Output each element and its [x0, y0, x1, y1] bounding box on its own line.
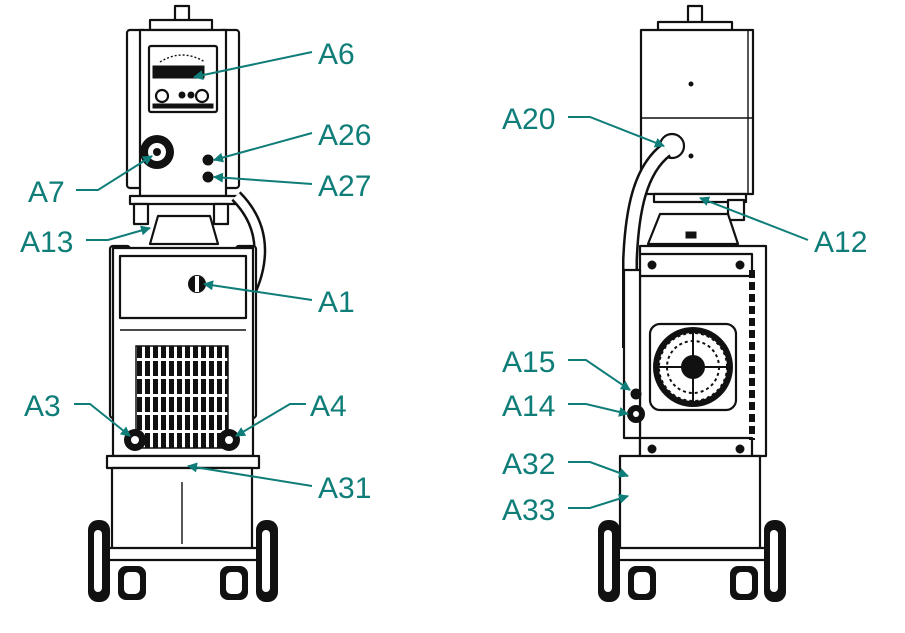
back-view	[598, 4, 786, 602]
callout-a27: A27	[318, 170, 371, 203]
callout-a4: A4	[310, 390, 347, 423]
swivel-mount	[148, 214, 220, 246]
leader-a7	[76, 155, 153, 191]
leader-a15	[568, 359, 631, 391]
callout-a1: A1	[318, 286, 355, 319]
leader-a4	[235, 403, 306, 437]
leader-a13	[86, 225, 151, 241]
leader-a27	[213, 172, 313, 185]
callout-a15: A15	[502, 346, 555, 379]
leader-a20	[568, 116, 665, 148]
callout-a6: A6	[318, 38, 355, 71]
display-left	[152, 65, 184, 79]
callout-a20: A20	[502, 103, 555, 136]
feeder-foot-right	[212, 202, 230, 226]
callout-a12: A12	[814, 226, 867, 259]
connector-a27	[202, 171, 214, 183]
callout-a33: A33	[502, 494, 555, 527]
leader-a33	[568, 493, 629, 509]
connector-a15	[630, 388, 642, 400]
callout-a13: A13	[20, 226, 73, 259]
callout-a3: A3	[24, 390, 61, 423]
callout-a7: A7	[28, 176, 65, 209]
trolley-shelf	[105, 454, 261, 470]
callout-a31: A31	[318, 472, 371, 505]
leader-a14	[568, 403, 629, 417]
callout-a32: A32	[502, 448, 555, 481]
panel-knob-left	[154, 88, 170, 104]
callout-lines	[74, 51, 809, 509]
leader-a3	[74, 403, 131, 437]
callout-a14: A14	[502, 390, 555, 423]
panel-knob-right	[194, 88, 210, 104]
leader-a6	[193, 51, 313, 81]
leader-a12	[699, 196, 809, 241]
callout-labels: A6 A26 A27 A7 A13 A1 A3 A4 A31 A20 A12 A…	[20, 38, 867, 527]
feeder-foot-left	[132, 202, 150, 226]
trolley-back	[618, 454, 762, 554]
cooling-grille	[135, 345, 229, 449]
leader-a1	[203, 280, 313, 301]
trolley-axle	[98, 546, 268, 562]
callout-a26: A26	[318, 119, 371, 152]
connector-a26	[202, 154, 214, 166]
front-view	[88, 4, 278, 602]
leader-a32	[568, 461, 629, 478]
leader-a26	[213, 132, 313, 163]
leader-a31	[187, 462, 313, 487]
swivel-mount-back	[646, 212, 740, 246]
